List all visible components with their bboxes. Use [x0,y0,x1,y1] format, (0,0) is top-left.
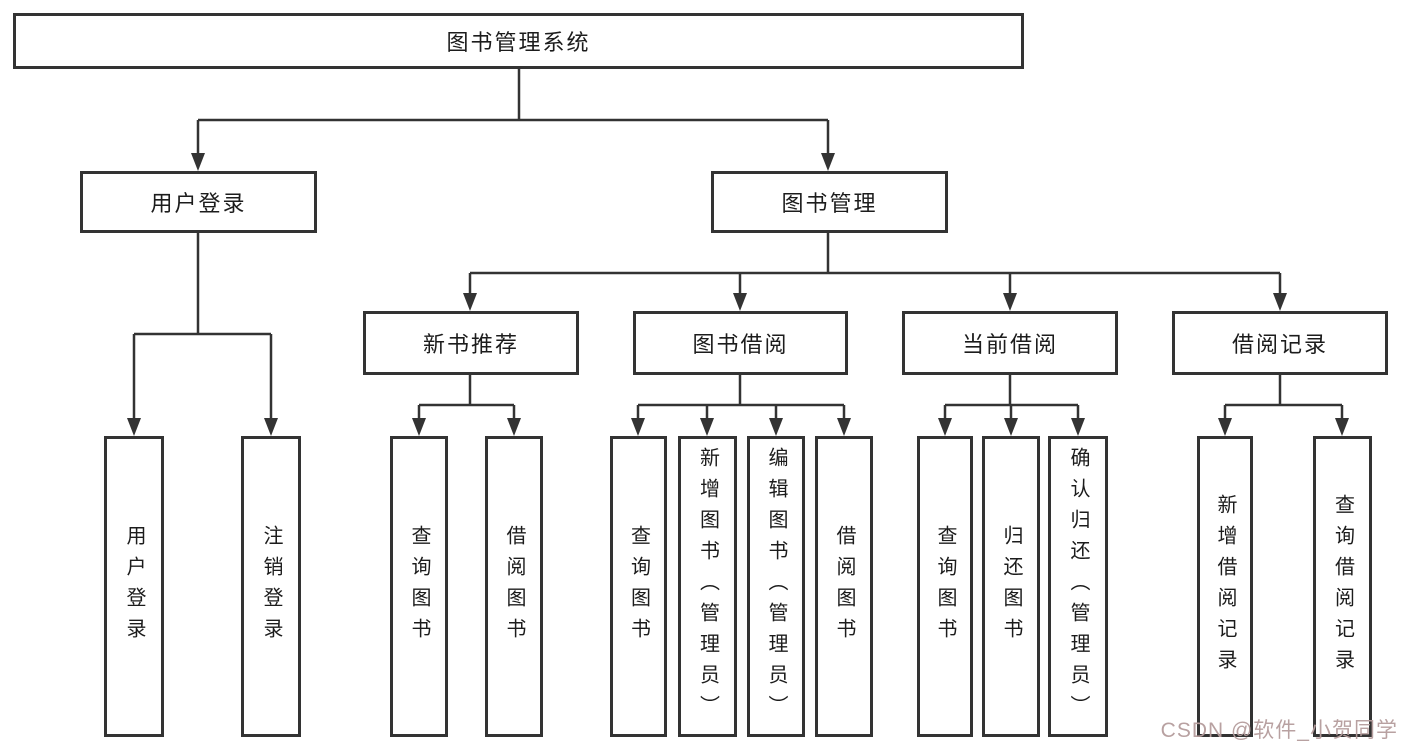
leaf-add-books-admin: 新增图书（管理员） [678,436,737,737]
node-current-borrowing: 当前借阅 [902,311,1118,375]
node-book-management: 图书管理 [711,171,948,233]
leaf-logout: 注销登录 [241,436,301,737]
leaf-add-borrow-record: 新增借阅记录 [1197,436,1253,737]
leaf-edit-books-admin: 编辑图书（管理员） [747,436,805,737]
leaf-query-books-recommend: 查询图书 [390,436,448,737]
node-borrowing-records: 借阅记录 [1172,311,1388,375]
node-book-borrowing: 图书借阅 [633,311,848,375]
leaf-query-books-current: 查询图书 [917,436,973,737]
node-user-login: 用户登录 [80,171,317,233]
leaf-user-login: 用户登录 [104,436,164,737]
node-library-management-system: 图书管理系统 [13,13,1024,69]
leaf-query-books-borrow: 查询图书 [610,436,667,737]
leaf-borrow-books: 借阅图书 [815,436,873,737]
leaf-borrow-books-recommend: 借阅图书 [485,436,543,737]
leaf-query-borrow-record: 查询借阅记录 [1313,436,1372,737]
leaf-confirm-return-admin: 确认归还（管理员） [1048,436,1108,737]
csdn-watermark: CSDN @软件_小贺同学 [1160,719,1398,742]
node-new-book-recommendation: 新书推荐 [363,311,579,375]
leaf-return-books: 归还图书 [982,436,1040,737]
